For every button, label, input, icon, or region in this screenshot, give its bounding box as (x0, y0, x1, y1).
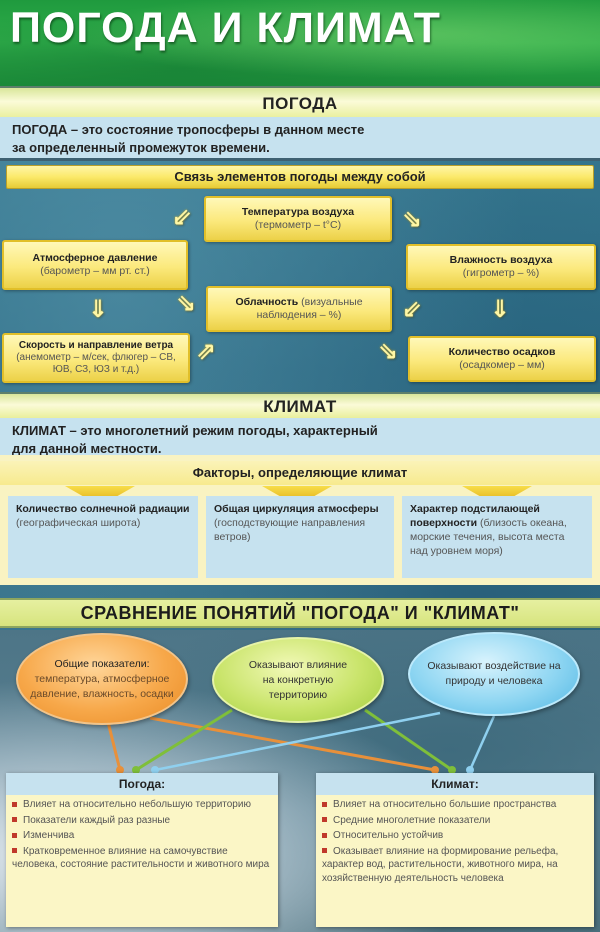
factor-name: Количество солнечной радиации (16, 503, 190, 515)
climate-factors-title: Факторы, определяющие климат (0, 461, 600, 485)
page-title: ПОГОДА И КЛИМАТ (10, 4, 441, 52)
element-precipitation: Количество осадков (осадкомер – мм) (408, 336, 596, 382)
weather-card-title: Погода: (6, 773, 278, 795)
weather-section-title: ПОГОДА (262, 94, 338, 113)
bullet-icon (12, 832, 17, 838)
element-name: Атмосферное давление (32, 252, 158, 264)
factor-underlying-surface: Характер подстилающей поверхности (близо… (402, 496, 592, 578)
oval-common-indicators: Общие показатели: температура, атмосферн… (16, 633, 188, 725)
element-pressure: Атмосферное давление (барометр – мм рт. … (2, 240, 188, 290)
arrow-up-right-icon: ⇗ (195, 338, 217, 365)
oval-nature-impact: Оказывают воздействие на природу и челов… (408, 632, 580, 716)
list-item: Изменчива (12, 829, 272, 843)
element-name: Скорость и направление ветра (18, 340, 174, 351)
weather-definition-line1: ПОГОДА – это состояние тропосферы в данн… (12, 122, 365, 137)
element-detail: (барометр – мм рт. ст.) (40, 265, 150, 277)
header: ПОГОДА И КЛИМАТ (0, 0, 600, 86)
climate-card: Климат: Влияет на относительно большие п… (316, 773, 594, 927)
bullet-icon (12, 817, 17, 823)
element-wind: Скорость и направление ветра (анемометр … (2, 333, 190, 383)
weather-definition: ПОГОДА – это состояние тропосферы в данн… (0, 117, 600, 161)
element-name: Облачность (235, 296, 299, 308)
list-item: Средние многолетние показатели (322, 814, 588, 828)
factor-name: Характер подстилающей поверхности (410, 503, 540, 529)
arrow-down-right-icon: ⇘ (401, 206, 423, 233)
climate-section-band: КЛИМАТ (0, 392, 600, 418)
climate-section-title: КЛИМАТ (263, 397, 337, 416)
element-humidity: Влажность воздуха (гигрометр – %) (406, 244, 596, 290)
list-item: Влияет на относительно большие пространс… (322, 798, 588, 812)
element-detail: (гигрометр – %) (462, 267, 540, 279)
arrow-down-right-icon: ⇘ (175, 290, 197, 317)
arrow-down-icon: ⇓ (489, 296, 511, 323)
weather-card: Погода: Влияет на относительно небольшую… (6, 773, 278, 927)
arrow-down-icon: ⇓ (87, 296, 109, 323)
element-detail: (осадкомер – мм) (459, 359, 545, 371)
climate-definition: КЛИМАТ – это многолетний режим погоды, х… (0, 418, 600, 458)
climate-definition-line2: для данной местности. (12, 441, 162, 456)
list-item: Кратковременное влияние на самочувствие … (12, 845, 270, 870)
bullet-icon (322, 832, 327, 838)
element-temperature: Температура воздуха (термометр – t°C) (204, 196, 392, 242)
climate-card-list: Влияет на относительно большие пространс… (316, 795, 594, 890)
weather-definition-line2: за определенный промежуток времени. (12, 140, 270, 155)
element-name: Количество осадков (448, 346, 556, 358)
element-detail: (анемометр – м/сек, флюгер – СВ, ЮВ, СЗ,… (16, 352, 176, 375)
oval-text: Оказывают влияние на конкретную территор… (248, 658, 348, 701)
oval-title: Общие показатели: (54, 657, 150, 670)
element-detail: (визуальные наблюдения – %) (256, 296, 363, 321)
list-item: Оказывает влияние на формирование рельеф… (322, 845, 559, 884)
list-item: Относительно устойчив (322, 829, 588, 843)
factor-name: Общая циркуляция атмосферы (214, 503, 379, 515)
bullet-icon (12, 848, 17, 854)
bullet-icon (12, 801, 17, 807)
arrow-down-right-icon: ⇘ (377, 338, 399, 365)
oval-text: температура, атмосферное давление, влажн… (30, 672, 174, 700)
arrow-down-left-icon: ⇙ (171, 204, 193, 231)
list-item: Показатели каждый раз разные (12, 814, 272, 828)
weather-relations-title: Связь элементов погоды между собой (6, 165, 594, 189)
arrow-down-left-icon: ⇙ (401, 296, 423, 323)
bullet-icon (322, 848, 327, 854)
weather-card-list: Влияет на относительно небольшую террито… (6, 795, 278, 877)
comparison-title: СРАВНЕНИЕ ПОНЯТИЙ "ПОГОДА" И "КЛИМАТ" (0, 598, 600, 628)
factor-detail: (географическая широта) (16, 517, 141, 529)
oval-territory-influence: Оказывают влияние на конкретную территор… (212, 637, 384, 723)
list-item: Влияет на относительно небольшую террито… (12, 798, 272, 812)
bullet-icon (322, 801, 327, 807)
bullet-icon (322, 817, 327, 823)
element-cloudiness: Облачность (визуальные наблюдения – %) (206, 286, 392, 332)
factor-detail: (господствующие направления ветров) (214, 517, 366, 543)
climate-card-title: Климат: (316, 773, 594, 795)
element-name: Влажность воздуха (449, 254, 553, 266)
climate-definition-line1: КЛИМАТ – это многолетний режим погоды, х… (12, 423, 378, 438)
factor-solar-radiation: Количество солнечной радиации (географич… (8, 496, 198, 578)
factor-atmosphere-circulation: Общая циркуляция атмосферы (господствующ… (206, 496, 394, 578)
oval-text: Оказывают воздействие на природу и челов… (427, 660, 561, 687)
weather-section-band: ПОГОДА (0, 86, 600, 118)
element-detail: (термометр – t°C) (254, 219, 342, 231)
element-name: Температура воздуха (241, 206, 355, 218)
factor-detail: (близость океана, морские течения, высот… (410, 517, 567, 557)
